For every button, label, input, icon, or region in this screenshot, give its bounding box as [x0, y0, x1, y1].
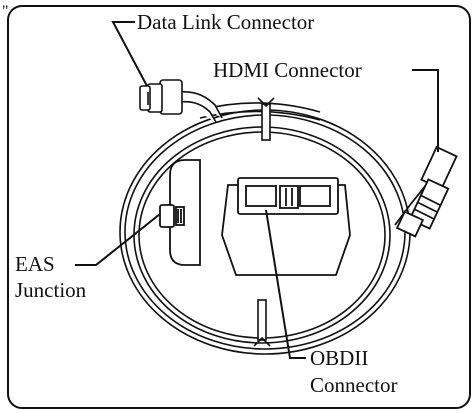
- hdmi-connector: [394, 145, 458, 238]
- label-eas-line1: EAS: [15, 252, 55, 276]
- leader-lines: [75, 21, 439, 359]
- label-obdii-line1: OBDII: [310, 346, 368, 370]
- label-hdmi-connector: HDMI Connector: [213, 58, 362, 82]
- corner-mark: ": [2, 3, 9, 20]
- eas-junction-box: [159, 159, 201, 266]
- obdii-connector: [221, 177, 351, 276]
- label-obdii-line2: Connector: [310, 373, 397, 397]
- label-data-link-connector: Data Link Connector: [137, 10, 314, 34]
- cable-tie-bottom: [253, 299, 271, 347]
- label-eas-line2: Junction: [15, 278, 87, 302]
- cable-tie-top: [257, 97, 275, 141]
- diagram-border: [7, 5, 471, 409]
- data-link-connector: [139, 79, 223, 123]
